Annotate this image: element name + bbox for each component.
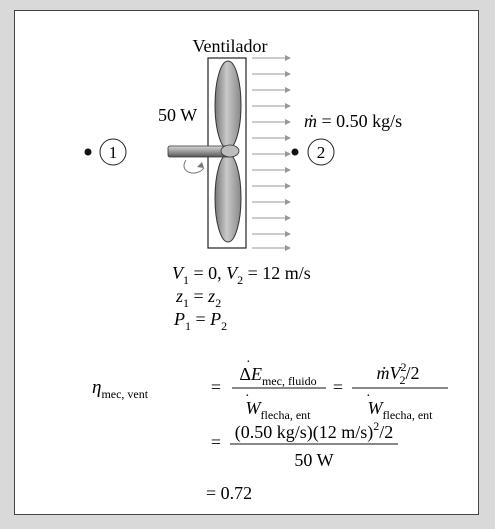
equals-sign-1: = bbox=[211, 377, 221, 397]
z2-subscript: 2 bbox=[215, 296, 221, 310]
z1-symbol: z bbox=[175, 286, 183, 306]
pressure-condition: P1 = P2 bbox=[173, 309, 227, 333]
velocity-symbol-eq: V bbox=[389, 363, 402, 383]
substituted-half: /2 bbox=[379, 422, 393, 442]
eta-subscript: mec, vent bbox=[101, 387, 148, 401]
efficiency-result: = 0.72 bbox=[206, 483, 252, 503]
mass-flow-value: = 0.50 kg/s bbox=[317, 111, 402, 131]
state-1-label: 1 bbox=[109, 143, 118, 162]
substituted-denominator: 50 W bbox=[294, 450, 333, 470]
p-equals: = bbox=[191, 309, 210, 329]
eta-symbol: η bbox=[92, 377, 101, 398]
rotation-arrow-icon bbox=[183, 159, 205, 174]
work-subscript-2: flecha, ent bbox=[383, 408, 434, 422]
state-2-label: 2 bbox=[317, 143, 326, 162]
p1-symbol: P bbox=[173, 309, 185, 329]
p2-symbol: P bbox=[209, 309, 221, 329]
state-2-dot bbox=[291, 148, 299, 156]
velocity-conditions: V1 = 0, V2 = 12 m/s bbox=[172, 263, 311, 287]
elevation-condition: z1 = z2 bbox=[175, 286, 221, 310]
energy-symbol: E bbox=[250, 364, 262, 384]
z2-symbol: z bbox=[207, 286, 215, 306]
work-symbol: W bbox=[246, 398, 263, 418]
work-symbol-2: W bbox=[368, 398, 385, 418]
energy-dot: · bbox=[246, 355, 251, 370]
delta-symbol: Δ bbox=[239, 364, 251, 384]
p1-subscript: 1 bbox=[185, 319, 191, 333]
half-fraction: /2 bbox=[405, 363, 419, 383]
mass-flow-label: ṁ = 0.50 kg/s bbox=[304, 111, 402, 131]
energy-subscript: mec, fluido bbox=[262, 374, 317, 388]
mass-flow-symbol-eq: ṁ bbox=[376, 363, 389, 383]
v2-symbol: V bbox=[226, 263, 239, 283]
substituted-superscript: 2 bbox=[373, 419, 379, 433]
work-subscript: flecha, ent bbox=[261, 408, 312, 422]
efficiency-lhs: ηmec, vent bbox=[92, 377, 149, 401]
fan-blade-upper bbox=[214, 60, 242, 150]
flow-arrows bbox=[252, 55, 291, 251]
v2-subscript: 2 bbox=[237, 273, 243, 287]
p2-subscript: 2 bbox=[221, 319, 227, 333]
fan-title: Ventilador bbox=[193, 36, 268, 56]
v1-symbol: V bbox=[172, 263, 185, 283]
equals-sign-2: = bbox=[333, 377, 343, 397]
substituted-numerator: (0.50 kg/s)(12 m/s)2/2 bbox=[235, 419, 394, 443]
fraction-2-denominator: Wflecha, ent bbox=[368, 398, 434, 422]
work-dot-2: · bbox=[366, 389, 371, 404]
fraction-1-denominator: Wflecha, ent bbox=[246, 398, 312, 422]
rotation-arrowhead-icon bbox=[197, 162, 204, 168]
velocity-superscript: 2 bbox=[400, 360, 406, 374]
v1-value: = 0, bbox=[189, 263, 226, 283]
power-label: 50 W bbox=[158, 105, 197, 125]
state-1-dot bbox=[84, 148, 92, 156]
v1-subscript: 1 bbox=[183, 273, 189, 287]
fraction-1-numerator: ΔEmec, fluido bbox=[239, 364, 316, 388]
fan-hub bbox=[220, 144, 240, 158]
v2-value: = 12 m/s bbox=[243, 263, 311, 283]
velocity-subscript: 2 bbox=[399, 373, 405, 387]
z-equals: = bbox=[189, 286, 208, 306]
fan-blade-lower bbox=[214, 153, 242, 243]
substituted-values: (0.50 kg/s)(12 m/s) bbox=[235, 422, 374, 443]
state-2-circle bbox=[307, 138, 335, 166]
state-1-circle bbox=[99, 138, 127, 166]
work-dot-1: · bbox=[245, 389, 250, 404]
equals-sign-3: = bbox=[211, 432, 221, 452]
mass-flow-symbol: ṁ bbox=[304, 111, 317, 131]
z1-subscript: 1 bbox=[183, 296, 189, 310]
